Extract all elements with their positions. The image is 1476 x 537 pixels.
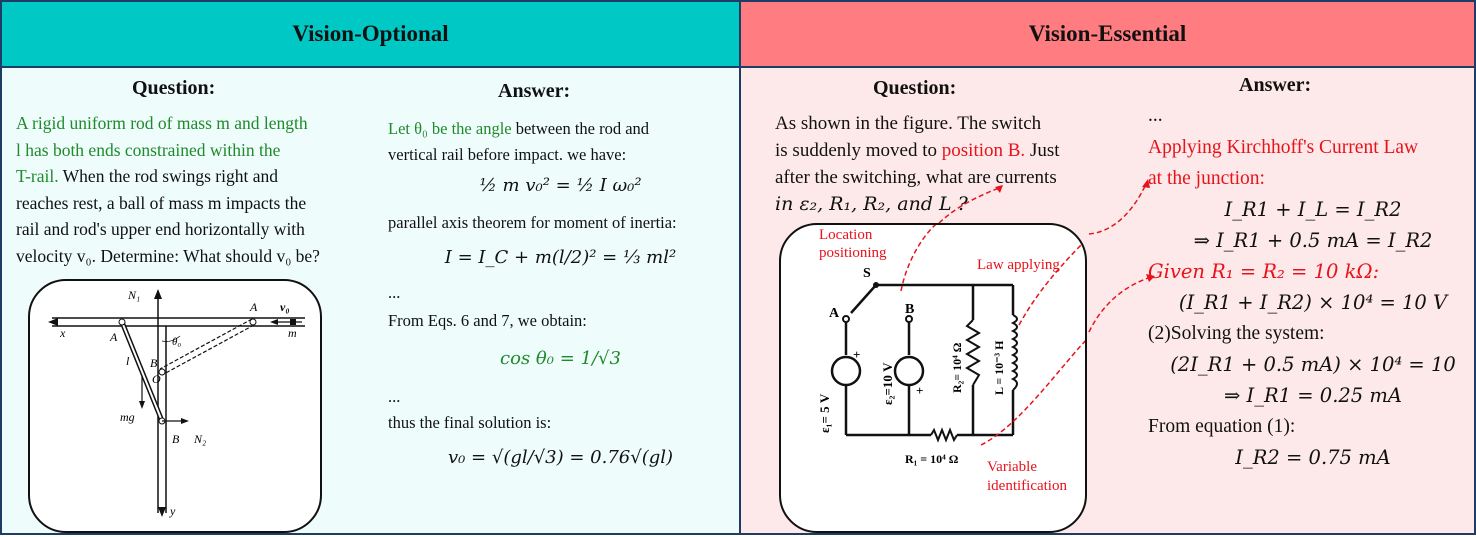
annot-law: Law applying (977, 257, 1060, 273)
right-q-line3: after the switching, what are currents (775, 167, 1057, 188)
left-a-eq2: I = I_C + m(l/2)² = ⅓ ml² (444, 247, 677, 268)
left-a-line5: thus the final solution is: (388, 413, 552, 432)
left-answer-text: Let θ₀ be the angle between the rod and … (388, 116, 733, 480)
annot-location-2: positioning (819, 245, 887, 261)
vision-optional-panel: Vision-Optional Question: A rigid unifor… (0, 0, 741, 535)
fig-label-B-mid: B (150, 356, 158, 370)
fig-label-A-top: A (249, 300, 258, 314)
right-q-line1: As shown in the figure. The switch (775, 113, 1042, 134)
annot-variable-1: Variable (987, 459, 1037, 475)
right-question-text: As shown in the figure. The switch is su… (775, 110, 1120, 218)
left-q-line4: reaches rest, a ball of mass m impacts t… (16, 192, 307, 213)
right-answer-text: ... Applying Kirchhoff's Current Law at … (1148, 106, 1476, 473)
right-a-eq4: (2I_R1 + 0.5 mA) × 10⁴ = 10 (1170, 353, 1456, 376)
right-a-eq5: ⇒ I_R1 = 0.25 mA (1223, 384, 1402, 407)
circuit-label-A: A (829, 306, 840, 321)
circuit-diagram: + + S A B ε₁= 5 V ε₂=10 V R₂= 10⁴ Ω L = … (817, 225, 1085, 494)
circuit-figure: + + S A B ε₁= 5 V ε₂=10 V R₂= 10⁴ Ω L = … (779, 223, 1087, 533)
left-a-line1-rest: between the rod and (511, 119, 650, 138)
right-a-eq3: (I_R1 + I_R2) × 10⁴ = 10 V (1178, 291, 1448, 314)
left-q-line3-green: T-rail. (16, 166, 59, 186)
fig-label-m: m (288, 326, 297, 340)
annot-location-1: Location (819, 227, 873, 243)
rod-diagram: N₁ A v₀ x A θ₀ m l B O mg B N₂ y (48, 288, 305, 518)
left-question-text: A rigid uniform rod of mass m and length… (16, 110, 376, 269)
left-answer-heading: Answer: (498, 80, 571, 102)
left-q-line6: velocity v₀. Determine: What should v₀ b… (16, 245, 320, 266)
circuit-label-e1: ε₁= 5 V (817, 393, 832, 433)
left-a-dots2: ... (388, 387, 401, 406)
fig-label-B-low: B (172, 432, 180, 446)
left-q-line5: rail and rod's upper end horizontally wi… (16, 219, 305, 239)
right-answer-heading: Answer: (1239, 74, 1312, 96)
e1-plus-sign: + (853, 347, 860, 362)
left-a-line2: vertical rail before impact. we have: (388, 145, 627, 164)
right-a-eq1: I_R1 + I_L = I_R2 (1224, 198, 1402, 221)
left-q-line1: A rigid uniform rod of mass m and length (16, 113, 308, 133)
annotation-arrows (938, 179, 1155, 333)
left-a-eq4: v₀ = √(gl/√3) = 0.76√(gl) (447, 447, 674, 468)
circuit-label-e2: ε₂=10 V (880, 362, 895, 405)
left-a-line1-green: Let θ₀ be the angle (388, 119, 512, 138)
fig-label-x: x (59, 326, 66, 340)
circuit-label-R2: R₂= 10⁴ Ω (950, 342, 964, 393)
fig-label-y: y (169, 504, 176, 518)
fig-label-N2: N₂ (193, 432, 206, 446)
left-a-eq1: ½ m v₀² = ½ I ω₀² (479, 175, 642, 196)
left-a-line3: parallel axis theorem for moment of iner… (388, 213, 677, 232)
right-q-line2c: Just (1025, 140, 1060, 161)
right-a-line1: Applying Kirchhoff's Current Law (1148, 137, 1419, 158)
circuit-label-S: S (863, 266, 871, 281)
fig-label-N1: N₁ (127, 288, 140, 302)
right-q-line2: is suddenly moved to position B. Just (775, 137, 1120, 164)
e2-plus-sign: + (916, 383, 923, 398)
vision-essential-panel: Vision-Essential Question: As shown in t… (739, 0, 1476, 535)
right-q-line2-red: position B. (941, 140, 1026, 161)
fig-label-l: l (126, 354, 130, 368)
circuit-label-L: L = 10⁻³ H (992, 340, 1006, 395)
left-q-line2: l has both ends constrained within the (16, 139, 281, 160)
vision-optional-header: Vision-Optional (2, 2, 739, 68)
fig-label-theta0: θ₀ (172, 336, 181, 348)
left-a-line4: From Eqs. 6 and 7, we obtain: (388, 311, 587, 330)
fig-label-v0: v₀ (280, 300, 290, 314)
right-a-eq2: ⇒ I_R1 + 0.5 mA = I_R2 (1193, 229, 1433, 252)
left-q-line3-rest: When the rod swings right and (58, 166, 278, 186)
right-a-line5: From equation (1): (1148, 416, 1296, 437)
right-a-line3: Given R₁ = R₂ = 10 kΩ: (1148, 260, 1380, 283)
right-question-heading: Question: (873, 77, 957, 99)
left-q-line3: T-rail. When the rod swings right and (16, 163, 376, 190)
right-q-line4: in ε₂, R₁, R₂, and L ? (775, 193, 968, 215)
left-a-dots1: ... (388, 283, 401, 302)
circuit-label-B: B (905, 302, 914, 317)
fig-label-O: O (152, 372, 161, 386)
right-q-line2a: is suddenly moved to (775, 140, 942, 161)
annot-variable-2: identification (987, 478, 1067, 494)
right-a-line4: (2)Solving the system: (1148, 323, 1325, 344)
left-a-eq3: cos θ₀ = 1/√3 (500, 348, 621, 369)
left-question-heading: Question: (132, 77, 216, 99)
right-a-dots: ... (1148, 105, 1163, 126)
right-a-line2: at the junction: (1148, 168, 1265, 189)
right-a-eq6: I_R2 = 0.75 mA (1235, 446, 1391, 469)
vision-essential-header: Vision-Essential (741, 2, 1474, 68)
circuit-label-R1: R₁ = 10⁴ Ω (905, 452, 959, 466)
fig-label-mg: mg (120, 410, 135, 424)
fig-label-A-left: A (109, 330, 118, 344)
rod-figure: N₁ A v₀ x A θ₀ m l B O mg B N₂ y (28, 279, 322, 533)
left-a-line1: Let θ₀ be the angle between the rod and (388, 116, 733, 142)
